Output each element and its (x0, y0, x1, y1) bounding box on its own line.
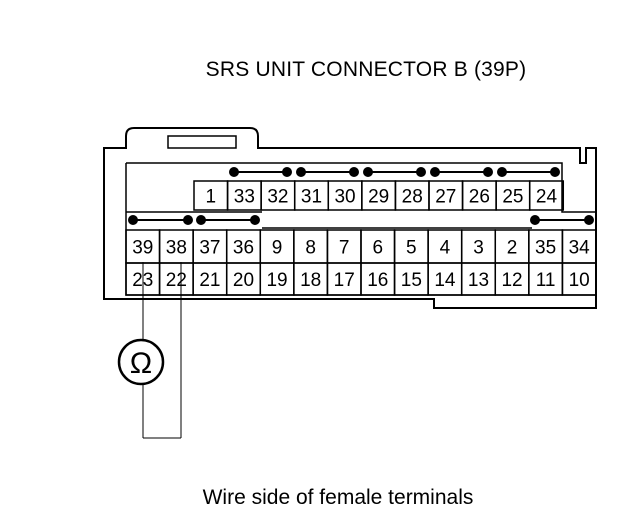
probe-leads (142, 262, 182, 439)
terminal-row-middle: 39 38 37 36 9 8 7 6 5 4 3 2 35 34 (125, 229, 597, 264)
terminal-number: 30 (334, 187, 355, 208)
terminal-number: 32 (267, 187, 288, 208)
connector-housing (103, 127, 597, 309)
terminal-number: 35 (535, 238, 556, 259)
terminal-number: 10 (569, 270, 590, 291)
terminal-number: 20 (233, 270, 254, 291)
terminal-number: 9 (272, 238, 283, 259)
terminal-number: 14 (434, 270, 456, 291)
terminal-number: 39 (132, 238, 153, 259)
terminal-number: 15 (401, 270, 422, 291)
terminal-number: 28 (402, 187, 423, 208)
terminal-number: 19 (266, 270, 287, 291)
terminal-number: 3 (473, 238, 484, 259)
terminal-number: 34 (569, 238, 591, 259)
terminal-cell (528, 180, 565, 211)
terminal-cell (561, 262, 597, 296)
terminal-number: 37 (199, 238, 220, 259)
terminal-number: 17 (334, 270, 355, 291)
terminal-number: 1 (205, 187, 216, 208)
terminal-number: 12 (501, 270, 522, 291)
terminal-number: 27 (435, 187, 456, 208)
terminal-number: 22 (166, 270, 187, 291)
terminal-number: 33 (234, 187, 255, 208)
terminal-number: 26 (469, 187, 490, 208)
terminal-number: 13 (468, 270, 489, 291)
terminal-number: 2 (507, 238, 518, 259)
terminal-row-top: 1 33 32 31 30 29 28 27 26 25 24 (193, 180, 565, 211)
terminal-number: 7 (339, 238, 350, 259)
diagram-caption: Wire side of female terminals (202, 486, 474, 509)
terminal-number: 36 (233, 238, 254, 259)
terminal-number: 21 (199, 270, 220, 291)
terminal-number: 8 (305, 238, 316, 259)
terminal-number: 5 (406, 238, 417, 259)
terminal-number: 24 (536, 187, 558, 208)
terminal-number: 25 (502, 187, 523, 208)
terminal-number: 31 (301, 187, 322, 208)
ohm-symbol: Ω (130, 347, 152, 380)
diagram-title: SRS UNIT CONNECTOR B (39P) (205, 58, 527, 81)
terminal-number: 16 (367, 270, 388, 291)
terminal-number: 6 (372, 238, 383, 259)
terminal-number: 4 (440, 238, 451, 259)
terminal-number: 11 (536, 270, 556, 291)
terminal-number: 38 (166, 238, 187, 259)
connector-latch (167, 135, 237, 149)
ohmmeter-icon (117, 338, 165, 386)
terminal-number: 29 (368, 187, 389, 208)
terminal-number: 18 (300, 270, 321, 291)
jumper-link-icon (128, 167, 594, 225)
